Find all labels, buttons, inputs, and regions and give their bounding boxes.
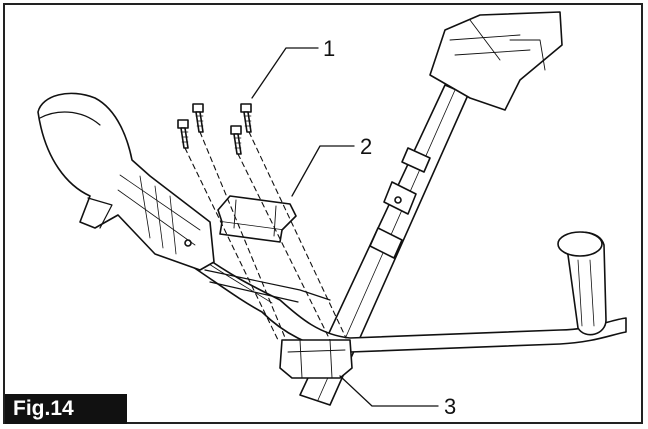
leader-lines — [251, 47, 439, 407]
clamp-cap — [217, 195, 297, 243]
engine-housing — [429, 11, 563, 111]
right-grip — [557, 231, 607, 336]
bolt — [192, 103, 204, 133]
figure-label: Fig.14 — [5, 394, 127, 424]
figure-frame — [3, 3, 643, 424]
bolts — [177, 103, 252, 155]
bolt — [177, 119, 189, 149]
callout-3: 3 — [444, 394, 457, 419]
clamp-base — [279, 339, 353, 379]
leader-line-1 — [251, 47, 319, 99]
bolt — [230, 125, 242, 155]
leader-line-2 — [291, 145, 355, 197]
bolt — [240, 103, 252, 133]
callout-2: 2 — [360, 134, 373, 159]
assembly-guide-lines — [184, 131, 347, 341]
left-control-grip — [37, 92, 215, 271]
leader-line-3 — [339, 375, 439, 407]
callout-1: 1 — [323, 36, 336, 61]
